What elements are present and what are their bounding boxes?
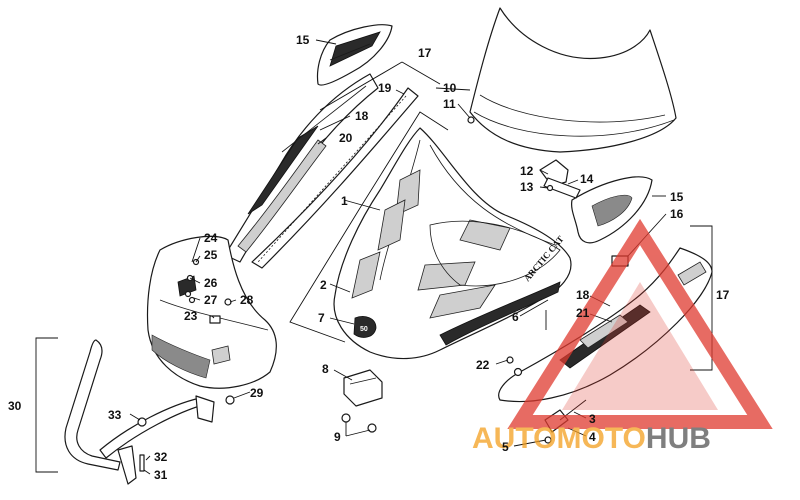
callout-13: 13 <box>520 180 534 194</box>
callout-2: 2 <box>320 278 327 292</box>
callout-27: 27 <box>204 293 218 307</box>
top-visor <box>316 24 393 86</box>
callout-16: 16 <box>670 207 684 221</box>
callout-32: 32 <box>154 450 168 464</box>
callout-26: 26 <box>204 276 218 290</box>
inner-strip <box>237 139 327 253</box>
callout-1: 1 <box>341 194 348 208</box>
front-bumper <box>64 339 215 485</box>
windshield <box>469 7 677 153</box>
callout-15-right: 15 <box>670 190 684 204</box>
callout-31: 31 <box>154 468 168 482</box>
callout-18-left: 18 <box>355 109 369 123</box>
watermark-text-hub: HUB <box>646 422 711 455</box>
callout-29: 29 <box>250 386 264 400</box>
main-hood <box>333 127 572 360</box>
watermark-text-auto: AUTO <box>472 422 556 455</box>
callout-19: 19 <box>378 81 392 95</box>
hood-badge-text: 50 <box>360 326 368 333</box>
callout-20: 20 <box>339 131 353 145</box>
callout-25: 25 <box>204 248 218 262</box>
callout-5: 5 <box>502 440 509 454</box>
group-brackets <box>35 61 713 473</box>
callout-15-top: 15 <box>296 33 310 47</box>
watermark-text-moto: MOTO <box>556 422 645 455</box>
callout-17-top: 17 <box>418 46 432 60</box>
hood-mount <box>343 369 383 407</box>
callout-28: 28 <box>240 293 254 307</box>
callout-4: 4 <box>589 430 596 444</box>
callout-9: 9 <box>334 430 341 444</box>
hood-badge: 50 <box>353 316 377 338</box>
callout-23: 23 <box>184 309 198 323</box>
callout-21: 21 <box>576 306 590 320</box>
callout-18-right: 18 <box>576 288 590 302</box>
watermark-triangle <box>507 218 773 429</box>
callout-7: 7 <box>318 311 325 325</box>
callout-30: 30 <box>8 399 22 413</box>
callout-24: 24 <box>204 231 218 245</box>
callout-11: 11 <box>443 97 456 111</box>
svg-text:AUTOMOTOHUB: AUTOMOTOHUB <box>472 422 711 455</box>
callout-labels: 1 2 3 4 5 6 7 8 9 10 11 12 13 14 15 15 1… <box>8 33 730 482</box>
right-visor <box>571 176 653 244</box>
trim-strip <box>251 87 419 269</box>
callout-17-right: 17 <box>716 288 730 302</box>
callout-22: 22 <box>476 358 490 372</box>
callout-10: 10 <box>443 81 457 95</box>
watermark: AUTOMOTOHUB <box>472 218 773 455</box>
callout-14: 14 <box>580 172 594 186</box>
front-nose <box>146 235 277 389</box>
callout-3: 3 <box>589 412 596 426</box>
callout-12: 12 <box>520 164 534 178</box>
callout-6: 6 <box>512 310 519 324</box>
callout-8: 8 <box>322 362 329 376</box>
mount-bracket <box>539 159 581 199</box>
callout-33: 33 <box>108 408 122 422</box>
